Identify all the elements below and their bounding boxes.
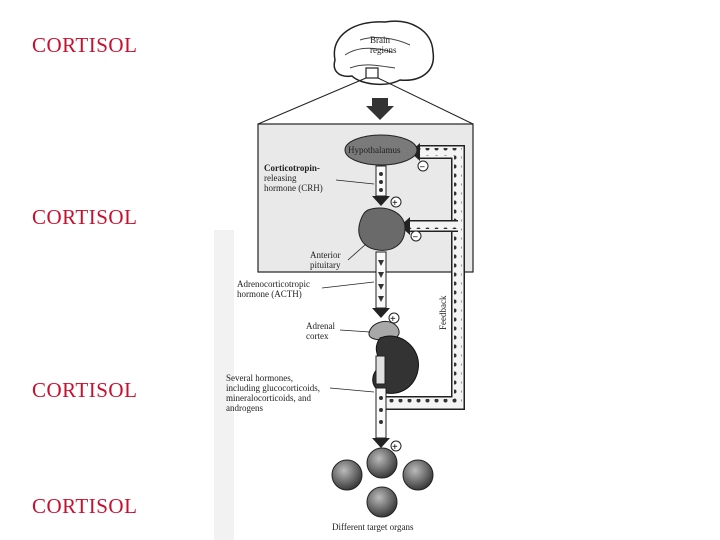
svg-text:+: +: [392, 442, 398, 453]
target-organ-1: [331, 459, 363, 491]
cortisol-label-1: CORTISOL: [32, 33, 138, 57]
cortisol-label-4: CORTISOL: [32, 494, 138, 518]
hypothalamus-box: [365, 67, 379, 79]
hypothalamus-shape: [344, 134, 418, 166]
cortisol-label-3: CORTISOL: [32, 378, 138, 402]
down-arrow-icon: [366, 98, 394, 120]
feedback-label: Feedback: [438, 295, 448, 330]
plus-icon-1: [390, 196, 402, 208]
crh-label: Corticotropin- releasing hormone (CRH): [264, 163, 323, 193]
svg-text:–: –: [419, 161, 425, 171]
feedback-pathway: [378, 143, 465, 410]
brain-illustration: [333, 20, 435, 86]
svg-text:+: +: [392, 198, 398, 209]
acth-pathway: [372, 251, 390, 318]
cortisol-label-2: CORTISOL: [32, 205, 138, 229]
acth-pointer-line: [321, 281, 375, 289]
plus-icon-3: [390, 440, 402, 452]
target-organ-3: [402, 459, 434, 491]
target-organ-2: [366, 447, 398, 479]
target-organs: [331, 447, 434, 518]
svg-text:+: +: [390, 314, 396, 325]
plus-icon-2: [388, 312, 400, 324]
pituitary-pointer-line: [347, 243, 367, 261]
crh-pointer-line: [335, 179, 375, 185]
minus-icon-2: [410, 230, 422, 242]
pituitary-label: Anterior pituitary: [310, 250, 343, 270]
acth-label: Adrenocorticotropic hormone (ACTH): [237, 279, 312, 299]
adrenal-label: Adrenal cortex: [306, 321, 337, 341]
target-organ-4: [366, 486, 398, 518]
hormones-pathway: [372, 387, 390, 448]
hypothalamus-label: Hypothalamus: [348, 145, 401, 155]
pituitary-shape: [358, 207, 406, 251]
targets-label: Different target organs: [332, 522, 414, 532]
adrenal-kidney-illustration: [368, 321, 419, 394]
minus-icon-1: [417, 160, 429, 172]
scan-shadow: [214, 230, 234, 540]
adrenal-pointer-line: [339, 329, 371, 333]
svg-text:–: –: [412, 231, 418, 241]
zoom-line-left: [257, 77, 367, 125]
hormones-label: Several hormones, including glucocortico…: [226, 373, 322, 413]
crh-pathway: [372, 165, 390, 206]
brain-label: Brain regions: [370, 35, 397, 55]
zoom-line-right: [377, 77, 474, 125]
hormones-pointer-line: [329, 387, 375, 393]
